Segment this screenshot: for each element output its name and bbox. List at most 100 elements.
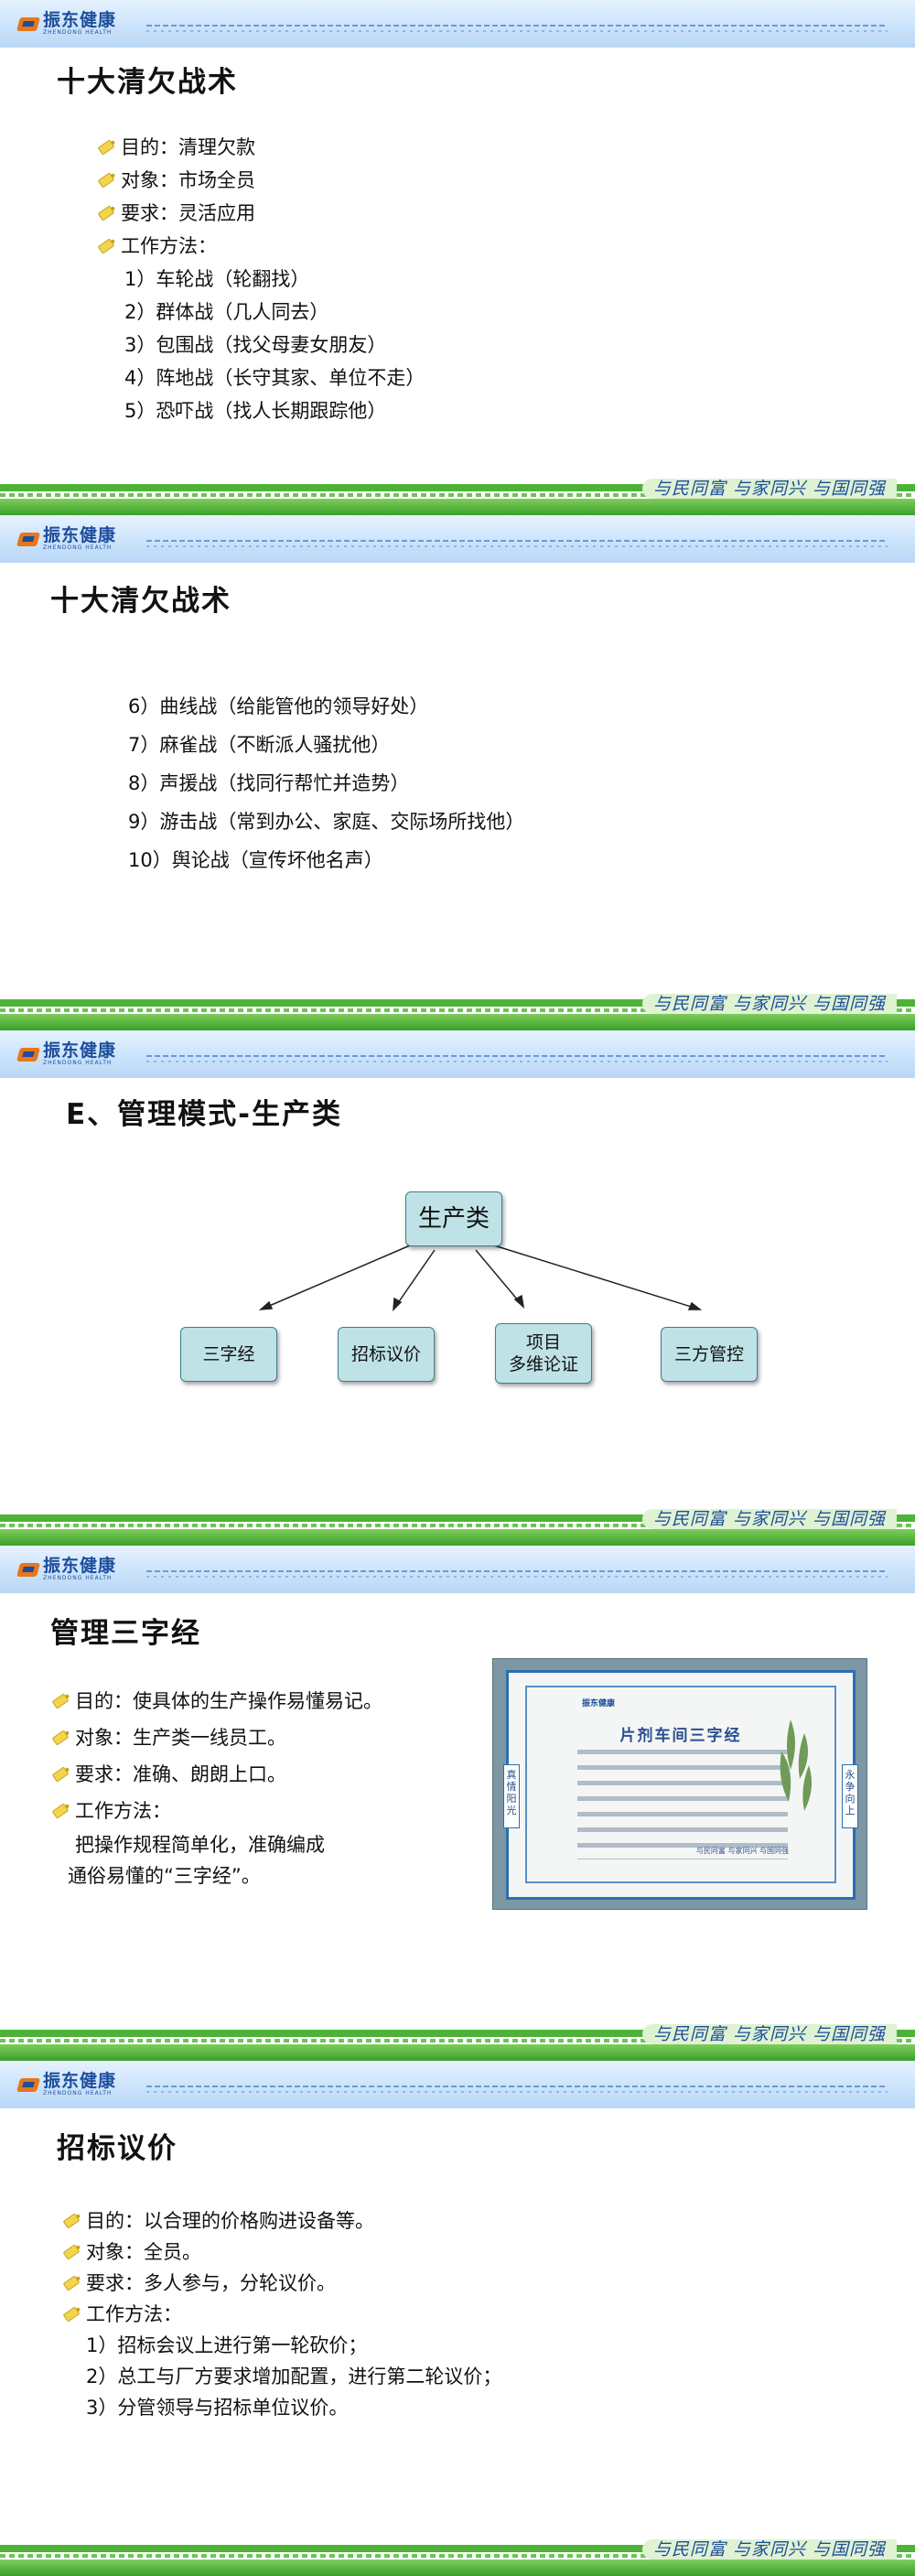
- bullet-item: 要求：多人参与，分轮议价。: [62, 2268, 501, 2299]
- logo-icon: [18, 1560, 40, 1579]
- method-line: 通俗易懂的“三字经”。: [68, 1865, 261, 1887]
- list-item: 3）包围战（找父母妻女朋友）: [124, 334, 387, 356]
- diagram-child-node: 三字经: [180, 1327, 277, 1382]
- pencil-bullet-icon: [51, 1693, 70, 1709]
- bullet-item: 要求：灵活应用: [97, 197, 425, 230]
- footer-band: 与民同富 与家同兴 与国同强: [0, 479, 915, 515]
- footer-slogan: 与民同富 与家同兴 与国同强: [641, 479, 897, 499]
- photo-left-banner: 真情阳光: [503, 1764, 520, 1828]
- brand-name-en: ZHENDONG HEALTH: [43, 544, 113, 551]
- list-item: 8）声援战（找同行帮忙并造势）: [128, 772, 410, 794]
- brand-logo: 振东健康 ZHENDONG HEALTH: [18, 527, 116, 551]
- list-item: 9）游击战（常到办公、家庭、交际场所找他）: [128, 811, 525, 833]
- pencil-bullet-icon: [97, 172, 115, 189]
- header-decoration: [146, 25, 888, 27]
- header-band: 振东健康 ZHENDONG HEALTH: [0, 515, 915, 563]
- slide-title: E、管理模式-生产类: [66, 1098, 343, 1131]
- diagram-connectors: [258, 1245, 703, 1311]
- list-item: 7）麻雀战（不断派人骚扰他）: [128, 734, 391, 756]
- header-decoration: [146, 1570, 888, 1572]
- footer-slogan: 与民同富 与家同兴 与国同强: [641, 994, 897, 1014]
- slide-title: 招标议价: [57, 2132, 178, 2165]
- bullet-item: 要求：准确、朗朗上口。: [51, 1756, 382, 1793]
- header-decoration-2: [146, 1061, 888, 1062]
- brand-name: 振东健康: [43, 525, 117, 545]
- photo-right-banner: 永争向上: [842, 1764, 858, 1828]
- pencil-bullet-icon: [62, 2244, 81, 2260]
- bullet-item: 工作方法：: [62, 2299, 501, 2330]
- list-item: 2）群体战（几人同去）: [124, 301, 329, 323]
- footer-slogan: 与民同富 与家同兴 与国同强: [641, 2024, 897, 2044]
- brand-logo: 振东健康 ZHENDONG HEALTH: [18, 12, 116, 36]
- bullet-item: 对象：全员。: [62, 2236, 501, 2268]
- item-list: 6）曲线战（给能管他的领导好处） 7）麻雀战（不断派人骚扰他） 8）声援战（找同…: [128, 687, 524, 879]
- list-item: 1）招标会议上进行第一轮砍价；: [86, 2334, 368, 2356]
- logo-icon: [18, 15, 40, 33]
- list-item: 5）恐吓战（找人长期跟踪他）: [124, 400, 387, 422]
- photo-footer: 与民同富 与家同兴 与国同强: [695, 1847, 789, 1855]
- pencil-bullet-icon: [97, 205, 115, 221]
- pencil-bullet-icon: [51, 1730, 70, 1746]
- diagram-child-node: 三方管控: [661, 1327, 758, 1382]
- brand-name-en: ZHENDONG HEALTH: [43, 2090, 113, 2096]
- brand-name: 振东健康: [43, 1040, 117, 1061]
- footer-slogan: 与民同富 与家同兴 与国同强: [641, 1509, 897, 1529]
- pencil-bullet-icon: [62, 2306, 81, 2323]
- photo-board: 振东健康 片剂车间三字经 与民同富 与家同兴 与国同强 真情阳光 永争向上: [503, 1670, 858, 1900]
- brand-logo: 振东健康 ZHENDONG HEALTH: [18, 2073, 116, 2096]
- header-decoration-2: [146, 545, 888, 547]
- bullet-list: 目的：以合理的价格购进设备等。 对象：全员。 要求：多人参与，分轮议价。 工作方…: [62, 2205, 502, 2423]
- bullet-list: 目的：清理欠款 对象：市场全员 要求：灵活应用 工作方法： 1）车轮战（轮翻找）…: [97, 131, 425, 427]
- pencil-bullet-icon: [97, 139, 115, 156]
- list-item: 4）阵地战（长守其家、单位不走）: [124, 367, 425, 389]
- footer-band: 与民同富 与家同兴 与国同强: [0, 2024, 915, 2061]
- header-decoration-2: [146, 1576, 888, 1578]
- slide-title: 管理三字经: [50, 1617, 201, 1650]
- logo-icon: [18, 530, 40, 548]
- photo-logo: 振东健康: [582, 1699, 616, 1708]
- header-decoration: [146, 540, 888, 542]
- footer-slogan: 与民同富 与家同兴 与国同强: [641, 2539, 897, 2560]
- header-band: 振东健康 ZHENDONG HEALTH: [0, 1030, 915, 1078]
- slide-2: 振东健康 ZHENDONG HEALTH 十大清欠战术 6）曲线战（给能管他的领…: [0, 515, 915, 1030]
- pencil-bullet-icon: [97, 238, 115, 254]
- brand-name-en: ZHENDONG HEALTH: [43, 1060, 113, 1066]
- list-item: 6）曲线战（给能管他的领导好处）: [128, 695, 429, 717]
- header-band: 振东健康 ZHENDONG HEALTH: [0, 2061, 915, 2108]
- bullet-item: 目的：以合理的价格购进设备等。: [62, 2205, 501, 2236]
- slide-1: 振东健康 ZHENDONG HEALTH 十大清欠战术 目的：清理欠款 对象：市…: [0, 0, 915, 515]
- photo-title: 片剂车间三字经: [619, 1727, 742, 1745]
- header-band: 振东健康 ZHENDONG HEALTH: [0, 0, 915, 48]
- bullet-item: 目的：使具体的生产操作易懂易记。: [51, 1683, 382, 1719]
- slide-3: 振东健康 ZHENDONG HEALTH E、管理模式-生产类 生产类 三字经 …: [0, 1030, 915, 1546]
- list-item: 2）总工与厂方要求增加配置，进行第二轮议价；: [86, 2366, 502, 2387]
- header-decoration: [146, 1055, 888, 1057]
- diagram-child-node: 招标议价: [338, 1327, 435, 1382]
- footer-band: 与民同富 与家同兴 与国同强: [0, 2539, 915, 2576]
- sanzijing-photo: 振东健康 片剂车间三字经 与民同富 与家同兴 与国同强 真情阳光 永争向上: [492, 1658, 867, 1910]
- pencil-bullet-icon: [62, 2275, 81, 2291]
- brand-name-en: ZHENDONG HEALTH: [43, 1575, 113, 1581]
- pencil-bullet-icon: [51, 1766, 70, 1783]
- photo-text-block: [577, 1750, 788, 1859]
- bullet-item: 目的：清理欠款: [97, 131, 425, 164]
- brand-name: 振东健康: [43, 10, 117, 30]
- bullet-item: 工作方法：: [97, 230, 425, 263]
- slide-5: 振东健康 ZHENDONG HEALTH 招标议价 目的：以合理的价格购进设备等…: [0, 2061, 915, 2576]
- slide-4: 振东健康 ZHENDONG HEALTH 管理三字经 目的：使具体的生产操作易懂…: [0, 1546, 915, 2061]
- brand-logo: 振东健康 ZHENDONG HEALTH: [18, 1042, 116, 1066]
- header-decoration-2: [146, 30, 888, 32]
- slide-title: 十大清欠战术: [57, 66, 238, 99]
- bullet-item: 对象：市场全员: [97, 164, 425, 197]
- brand-name-en: ZHENDONG HEALTH: [43, 29, 113, 36]
- pencil-bullet-icon: [51, 1803, 70, 1819]
- brand-name: 振东健康: [43, 1556, 117, 1576]
- logo-icon: [18, 2075, 40, 2094]
- bullet-item: 对象：生产类一线员工。: [51, 1719, 382, 1756]
- brand-logo: 振东健康 ZHENDONG HEALTH: [18, 1557, 116, 1581]
- list-item: 1）车轮战（轮翻找）: [124, 268, 310, 290]
- brand-name: 振东健康: [43, 2071, 117, 2091]
- header-decoration: [146, 2086, 888, 2087]
- bamboo-leaves-icon: [780, 1719, 813, 1811]
- header-band: 振东健康 ZHENDONG HEALTH: [0, 1546, 915, 1593]
